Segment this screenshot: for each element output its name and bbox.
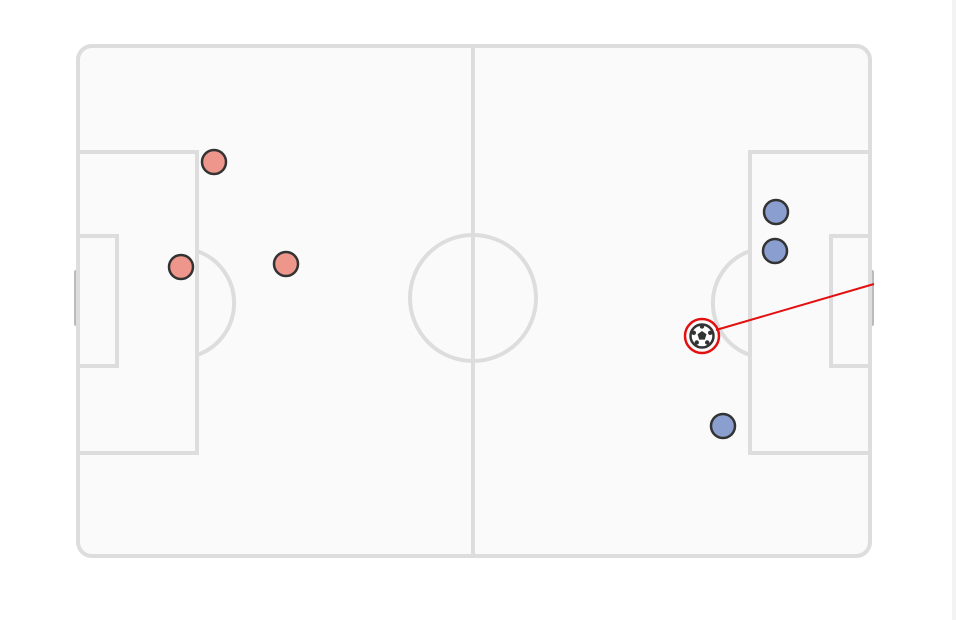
- center-circle: [408, 233, 538, 363]
- team-left: [167, 148, 300, 281]
- left-team-player[interactable]: [167, 253, 195, 281]
- pitch-boundary: [76, 44, 872, 558]
- right-penalty-area: [748, 150, 870, 455]
- ball-selection-ring: [683, 317, 721, 355]
- left-penalty-arc: [196, 249, 237, 357]
- right-team-player[interactable]: [761, 237, 789, 265]
- aim-line: [715, 283, 875, 331]
- right-penalty-arc: [710, 249, 751, 357]
- scrollbar-gutter: [952, 0, 956, 620]
- left-goal-area: [78, 234, 119, 368]
- right-team-player[interactable]: [709, 412, 737, 440]
- left-team-player[interactable]: [200, 148, 228, 176]
- right-goal-area: [829, 234, 870, 368]
- left-penalty-area: [78, 150, 199, 455]
- left-team-player[interactable]: [272, 250, 300, 278]
- ball-patches: [691, 324, 713, 345]
- team-right: [709, 198, 790, 440]
- right-team-player[interactable]: [762, 198, 790, 226]
- soccer-ball-icon[interactable]: [683, 317, 721, 355]
